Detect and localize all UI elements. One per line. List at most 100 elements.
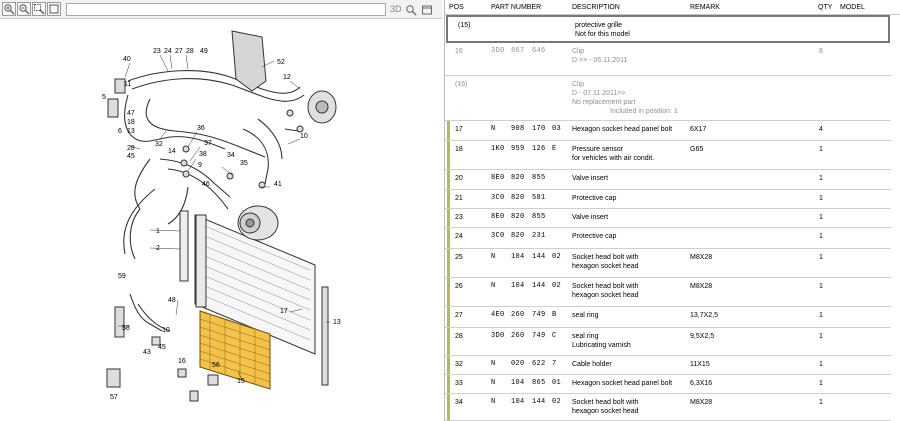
callout-24[interactable]: 24: [164, 48, 172, 55]
callout-28[interactable]: 28: [186, 48, 194, 55]
cell-remark: M8X28: [690, 254, 713, 261]
callout-52[interactable]: 52: [277, 59, 285, 66]
cell-part-number-2: 104: [511, 379, 525, 387]
zoom-area-icon[interactable]: [32, 2, 46, 16]
callout-10b[interactable]: 10: [162, 327, 170, 334]
row-marker: [447, 356, 450, 374]
col-model[interactable]: MODEL: [840, 4, 865, 11]
callout-27[interactable]: 27: [175, 48, 183, 55]
callout-49[interactable]: 49: [200, 48, 208, 55]
callout-12[interactable]: 12: [283, 74, 291, 81]
cell-part-number-1: N: [491, 379, 496, 387]
col-qty[interactable]: QTY: [818, 4, 833, 11]
cell-pos: 17: [455, 126, 463, 133]
cell-part-number-3: 622: [532, 360, 546, 368]
cell-description: Socket head bolt with: [572, 254, 639, 261]
cell-remark: 6,3X16: [690, 380, 713, 387]
zoom-out-icon[interactable]: [17, 2, 31, 16]
callout-40[interactable]: 40: [123, 56, 131, 63]
callout-18[interactable]: 18: [127, 119, 135, 126]
cell-part-number-1: 3D0: [491, 47, 505, 55]
col-remark[interactable]: REMARK: [690, 4, 720, 11]
cell-part-number-4: B: [552, 311, 557, 319]
cell-part-number-2: 104: [511, 253, 525, 261]
callout-46[interactable]: 46: [202, 181, 210, 188]
callout-48[interactable]: 48: [168, 297, 176, 304]
callout-28b[interactable]: 28: [127, 145, 135, 152]
cell-remark: 6X17: [690, 126, 707, 133]
row-marker: [447, 375, 450, 393]
col-description[interactable]: DESCRIPTION: [572, 4, 620, 11]
callout-34[interactable]: 34: [227, 152, 235, 159]
zoom-in-icon[interactable]: [2, 2, 16, 16]
callout-13b[interactable]: 13: [333, 319, 341, 326]
cell-part-number-2: 820: [511, 232, 525, 240]
cell-description: Cable holder: [572, 361, 612, 368]
cell-pos: 33: [455, 380, 463, 387]
callout-17[interactable]: 17: [280, 308, 288, 315]
callout-38[interactable]: 38: [199, 151, 207, 158]
callout-23[interactable]: 23: [153, 48, 161, 55]
cell-pos: 23: [455, 214, 463, 221]
callout-6[interactable]: 6: [118, 128, 122, 135]
callout-47[interactable]: 47: [127, 110, 135, 117]
search-icon[interactable]: [405, 3, 417, 16]
callout-15[interactable]: 15: [237, 378, 245, 385]
diagram-search-input[interactable]: [66, 3, 386, 16]
cell-pos: 34: [455, 399, 463, 406]
callout-45[interactable]: 45: [127, 153, 135, 160]
callout-57[interactable]: 57: [110, 394, 118, 401]
cell-qty: 1: [819, 233, 823, 240]
callout-58[interactable]: 58: [122, 325, 130, 332]
cell-part-number-3: 144: [532, 282, 546, 290]
callout-43[interactable]: 43: [143, 349, 151, 356]
exploded-diagram: 40 23 24 27 28 49 52 12 11 5 47 18 6 13 …: [102, 30, 341, 402]
col-part-number[interactable]: PART NUMBER: [491, 4, 542, 11]
callout-45b[interactable]: 45: [158, 344, 166, 351]
callout-37[interactable]: 37: [204, 140, 212, 147]
callout-56[interactable]: 56: [212, 362, 220, 369]
callout-10[interactable]: 10: [300, 133, 308, 140]
cell-qty: 4: [819, 126, 823, 133]
callout-14[interactable]: 14: [168, 148, 176, 155]
callout-41[interactable]: 41: [274, 181, 282, 188]
callout-1[interactable]: 1: [156, 228, 160, 235]
col-pos[interactable]: POS: [449, 4, 464, 11]
cell-qty: 1: [819, 175, 823, 182]
cell-remark: 11X15: [690, 361, 710, 368]
callout-59[interactable]: 59: [118, 273, 126, 280]
cell-description: Clip: [572, 48, 585, 55]
callout-11[interactable]: 11: [124, 81, 131, 88]
cell-pos: 25: [455, 254, 463, 261]
callout-16[interactable]: 16: [178, 358, 186, 365]
callout-9[interactable]: 9: [198, 162, 202, 169]
cell-remark: 13,7X2,5: [690, 312, 719, 319]
window-icon[interactable]: [421, 3, 433, 15]
callout-5[interactable]: 5: [102, 94, 106, 101]
fit-icon[interactable]: [47, 2, 61, 16]
mode-3d-label[interactable]: 3D: [390, 4, 402, 14]
cell-qty: 1: [819, 312, 823, 319]
callout-2[interactable]: 2: [156, 245, 160, 252]
callout-13[interactable]: 13: [127, 128, 135, 135]
callout-35[interactable]: 35: [240, 160, 248, 167]
cell-description: Valve insert: [572, 175, 609, 182]
callout-36[interactable]: 36: [197, 125, 205, 132]
callout-32[interactable]: 32: [155, 141, 163, 148]
